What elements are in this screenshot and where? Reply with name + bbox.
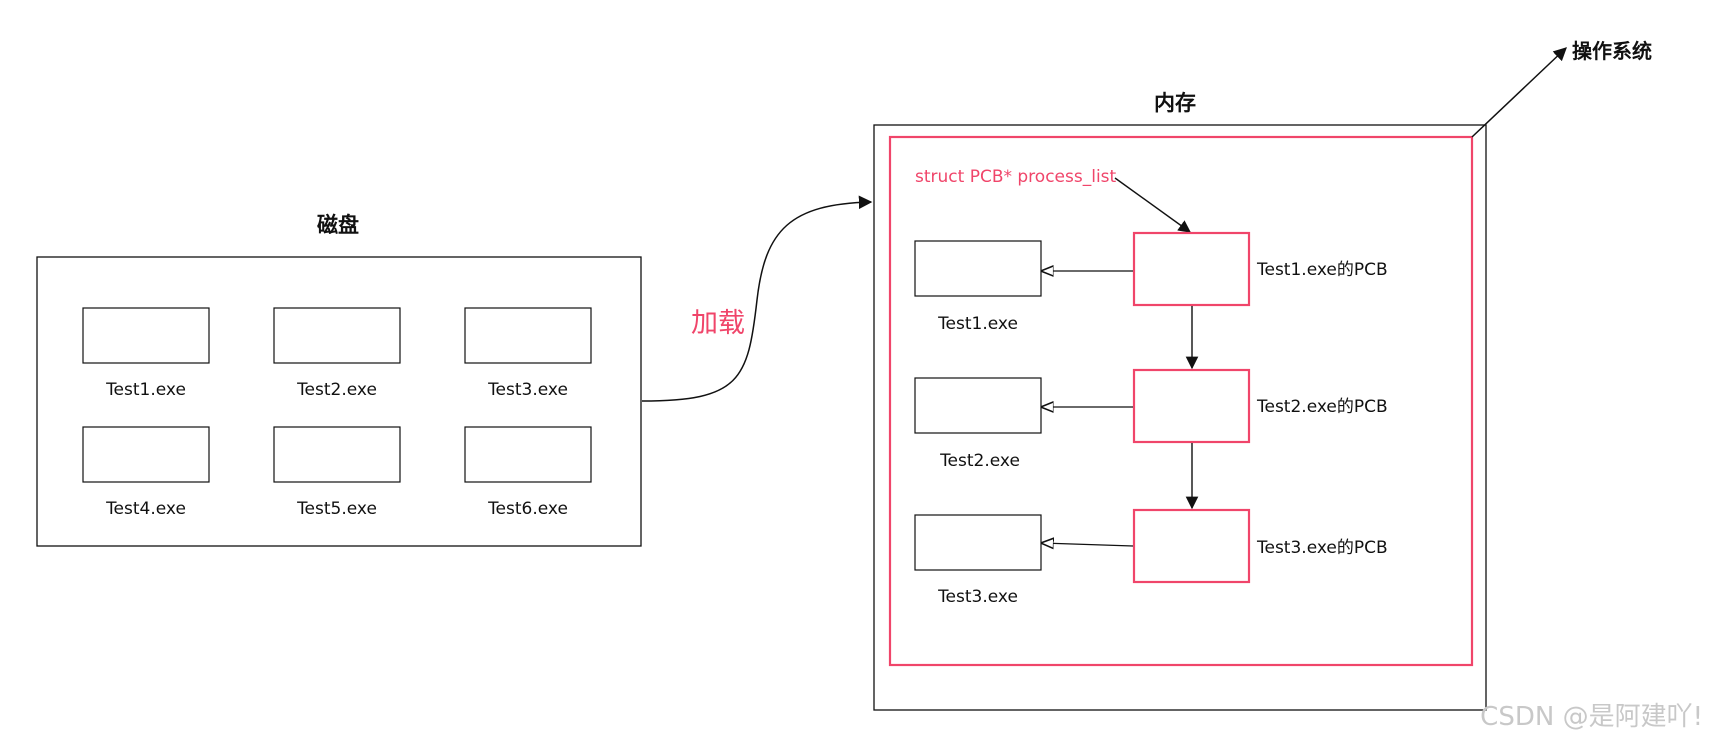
- disk-file-6-label: Test6.exe: [487, 499, 568, 519]
- disk-file-2-label: Test2.exe: [296, 380, 377, 400]
- load-arrow: [641, 195, 873, 402]
- disk-box: [36, 256, 642, 547]
- watermark: CSDN @是阿建吖!: [1480, 702, 1703, 732]
- pcb-2-box: [1132, 368, 1251, 444]
- disk-file-1-box: [82, 307, 210, 364]
- os-label: 操作系统: [1572, 39, 1652, 63]
- pcb-3-label: Test3.exe的PCB: [1256, 538, 1388, 558]
- pcb-1-label: Test1.exe的PCB: [1256, 260, 1388, 280]
- disk-file-4-box: [82, 426, 210, 483]
- memory-program-1-box: [914, 240, 1042, 297]
- os-region: [888, 135, 1474, 667]
- disk-file-5-box: [273, 426, 401, 483]
- disk-title: 磁盘: [317, 213, 359, 237]
- disk-file-2-box: [273, 307, 401, 364]
- pcb-3-box: [1132, 508, 1251, 584]
- process-list-arrow: [1114, 177, 1192, 233]
- memory-program-1-label: Test1.exe: [937, 314, 1018, 334]
- disk-file-3-label: Test3.exe: [487, 380, 568, 400]
- memory-box: [873, 124, 1487, 711]
- memory-title: 内存: [1154, 91, 1196, 115]
- disk-file-1-label: Test1.exe: [105, 380, 186, 400]
- memory-program-2-label: Test2.exe: [939, 451, 1020, 471]
- load-label: 加载: [691, 308, 745, 339]
- disk-file-3-box: [464, 307, 592, 364]
- pcb-1-box: [1132, 231, 1251, 307]
- memory-program-2-box: [914, 377, 1042, 434]
- pcb-2-label: Test2.exe的PCB: [1256, 397, 1388, 417]
- os-arrow: [1471, 47, 1567, 138]
- disk-file-4-label: Test4.exe: [105, 499, 186, 519]
- memory-program-3-label: Test3.exe: [937, 587, 1018, 607]
- process-list-label: struct PCB* process_list: [915, 167, 1117, 187]
- pcb-3-to-program-arrow: [1042, 543, 1134, 546]
- disk-file-5-label: Test5.exe: [296, 499, 377, 519]
- disk-file-6-box: [464, 426, 592, 483]
- memory-program-3-box: [914, 514, 1042, 571]
